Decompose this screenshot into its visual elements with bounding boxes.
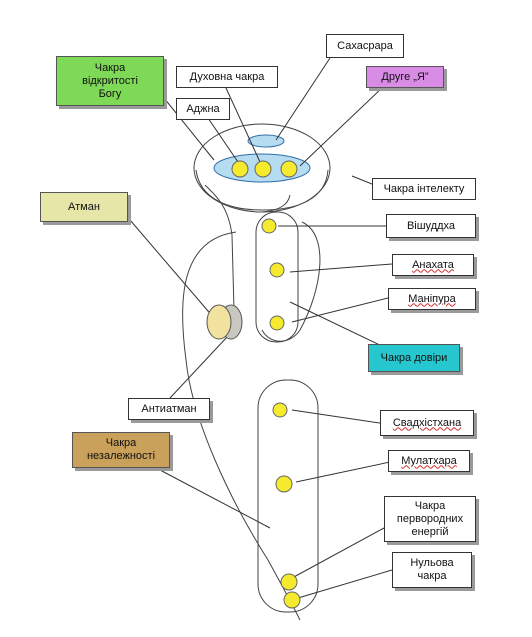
neck-line xyxy=(204,184,235,311)
label-chakra-openness: Чакра відкритості Богу xyxy=(56,56,164,106)
body-outline xyxy=(182,231,301,621)
label-trust-chakra: Чакра довіри xyxy=(368,344,460,372)
label-manipura: Маніпура xyxy=(388,288,476,310)
muladhara-dot xyxy=(275,475,293,493)
head-ellipse-top xyxy=(247,134,285,148)
manipura-dot xyxy=(269,315,285,331)
atman-oval xyxy=(206,304,232,340)
label-zero-chakra: Нульова чакра xyxy=(392,552,472,588)
label-svadhisthana: Свадхістхана xyxy=(380,410,474,436)
svadhisthana-dot xyxy=(272,402,288,418)
label-muladhara: Мулатхара xyxy=(388,450,470,472)
label-second-self: Друге „Я” xyxy=(366,66,444,88)
intellect-dot xyxy=(280,160,298,178)
label-ajna: Аджна xyxy=(176,98,230,120)
head-outline xyxy=(193,123,331,213)
label-sahasrara: Сахасрара xyxy=(326,34,404,58)
lower-channel xyxy=(257,379,319,613)
neck-line-right xyxy=(261,194,291,213)
label-atman: Атман xyxy=(40,192,128,222)
ajna-dot xyxy=(231,160,249,178)
zero-dot-upper xyxy=(280,573,298,591)
svadhisthana-text: Свадхістхана xyxy=(392,416,462,429)
head-lower xyxy=(195,169,329,211)
upper-channel xyxy=(255,211,299,343)
anahata-text: Анахата xyxy=(412,258,454,271)
connector-lines xyxy=(129,57,393,599)
spiritual-dot xyxy=(254,160,272,178)
vishuddha-dot xyxy=(261,218,277,234)
anahata-dot xyxy=(269,262,285,278)
label-independence-chakra: Чакра незалежності xyxy=(72,432,170,468)
label-anahata: Анахата xyxy=(392,254,474,276)
label-spiritual-chakra: Духовна чакра xyxy=(176,66,278,88)
label-intellect-chakra: Чакра інтелекту xyxy=(372,178,476,200)
label-vishuddha: Вішуддха xyxy=(386,214,476,238)
label-antiatman: Антиатман xyxy=(128,398,210,420)
label-primordial-chakra: Чакра первородних енергій xyxy=(384,496,476,542)
muladhara-text: Мулатхара xyxy=(401,454,457,467)
zero-dot-lower xyxy=(283,591,301,609)
body-outline-right xyxy=(261,221,321,342)
chakra-dots xyxy=(231,160,301,609)
manipura-text: Маніпура xyxy=(408,292,456,305)
